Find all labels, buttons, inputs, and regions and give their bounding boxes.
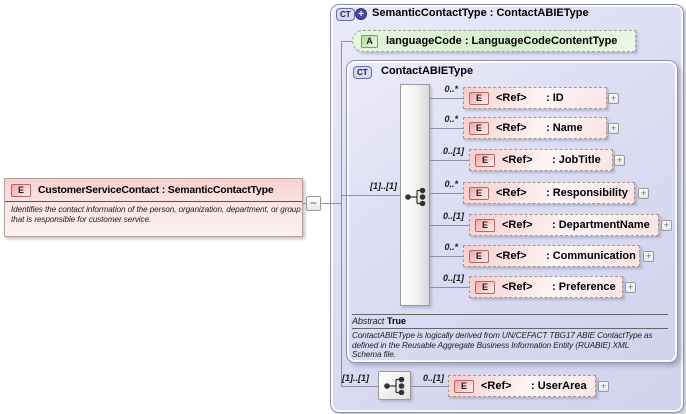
element-type: : Responsibility (546, 187, 628, 199)
cardinality-label: 0..[1] (442, 211, 464, 221)
element-icon: E (469, 249, 489, 263)
element-box-departmentname[interactable]: E <Ref> : DepartmentName (469, 214, 659, 236)
element-box-id[interactable]: E <Ref> : ID (463, 87, 607, 109)
element-icon: E (475, 218, 495, 232)
element-box-responsibility[interactable]: E <Ref> : Responsibility (463, 182, 635, 204)
expand-icon[interactable]: + (614, 155, 625, 166)
element-type: : ID (546, 92, 564, 104)
element-type: : Name (546, 122, 583, 134)
expand-icon[interactable]: + (608, 123, 619, 134)
facet-label: Abstract (352, 316, 385, 326)
element-icon: E (454, 379, 474, 393)
cardinality-label: 0..[1] (422, 373, 444, 383)
attribute-label: languageCode : LanguageCodeContentType (386, 35, 618, 47)
root-element-annotation: Identifies the contact information of th… (11, 205, 301, 224)
facet-value: True (387, 316, 407, 326)
attribute-icon: A (361, 34, 378, 48)
element-name: <Ref> (502, 219, 533, 231)
element-box-preference[interactable]: E <Ref> : Preference (469, 276, 623, 298)
compositor-cardinality-label: [1]..[1] (370, 181, 397, 191)
element-icon: E (469, 121, 489, 135)
inner-type-title: ContactABIEType (381, 65, 474, 77)
element-icon: E (469, 186, 489, 200)
root-element-title: CustomerServiceContact : SemanticContact… (38, 184, 274, 196)
cardinality-label: 0..* (444, 179, 458, 189)
element-type: : Communication (546, 250, 636, 262)
element-icon: E (469, 91, 489, 105)
element-box-name[interactable]: E <Ref> : Name (463, 117, 607, 139)
element-type: : UserArea (531, 380, 587, 392)
cardinality-label: 0..* (444, 84, 458, 94)
complextype-icon: CT (336, 8, 355, 21)
cardinality-label: 0..* (444, 242, 458, 252)
compositor-cardinality-label: [1]..[1] (342, 373, 369, 383)
element-name: <Ref> (496, 250, 527, 262)
cardinality-label: 0..[1] (442, 146, 464, 156)
sequence-icon (405, 188, 426, 206)
expand-icon[interactable]: + (608, 93, 619, 104)
element-icon: E (475, 280, 495, 294)
collapse-icon[interactable]: − (306, 196, 321, 211)
cardinality-label: 0..[1] (442, 273, 464, 283)
sequence-compositor-box[interactable] (378, 371, 411, 400)
element-name: <Ref> (481, 380, 512, 392)
cardinality-label: 0..* (444, 114, 458, 124)
element-name: <Ref> (502, 154, 533, 166)
element-box-jobtitle[interactable]: E <Ref> : JobTitle (469, 149, 613, 171)
element-name: <Ref> (496, 187, 527, 199)
expand-icon[interactable]: + (643, 251, 654, 262)
expand-icon[interactable]: + (598, 381, 609, 392)
attribute-box[interactable]: A languageCode : LanguageCodeContentType (352, 30, 636, 52)
element-box-communication[interactable]: E <Ref> : Communication (463, 245, 640, 267)
derived-plus-icon[interactable]: + (355, 8, 367, 20)
element-type: : Preference (552, 281, 616, 293)
element-name: <Ref> (496, 122, 527, 134)
inner-type-annotation: ContactABIEType is logically derived fro… (352, 331, 653, 360)
element-type: : DepartmentName (552, 219, 650, 231)
complextype-icon: CT (353, 66, 372, 79)
element-icon: E (11, 183, 31, 197)
element-type: : JobTitle (552, 154, 601, 166)
element-box-userarea[interactable]: E <Ref> : UserArea (448, 375, 596, 397)
sequence-icon (384, 376, 405, 395)
root-element-header: E CustomerServiceContact : SemanticConta… (5, 179, 302, 202)
root-element-box[interactable]: E CustomerServiceContact : SemanticConta… (4, 178, 303, 237)
element-icon: E (475, 153, 495, 167)
expand-icon[interactable]: + (638, 188, 649, 199)
outer-type-title: SemanticContactType : ContactABIEType (372, 7, 589, 19)
expand-icon[interactable]: + (661, 220, 672, 231)
element-name: <Ref> (502, 281, 533, 293)
element-name: <Ref> (496, 92, 527, 104)
expand-icon[interactable]: + (625, 282, 636, 293)
